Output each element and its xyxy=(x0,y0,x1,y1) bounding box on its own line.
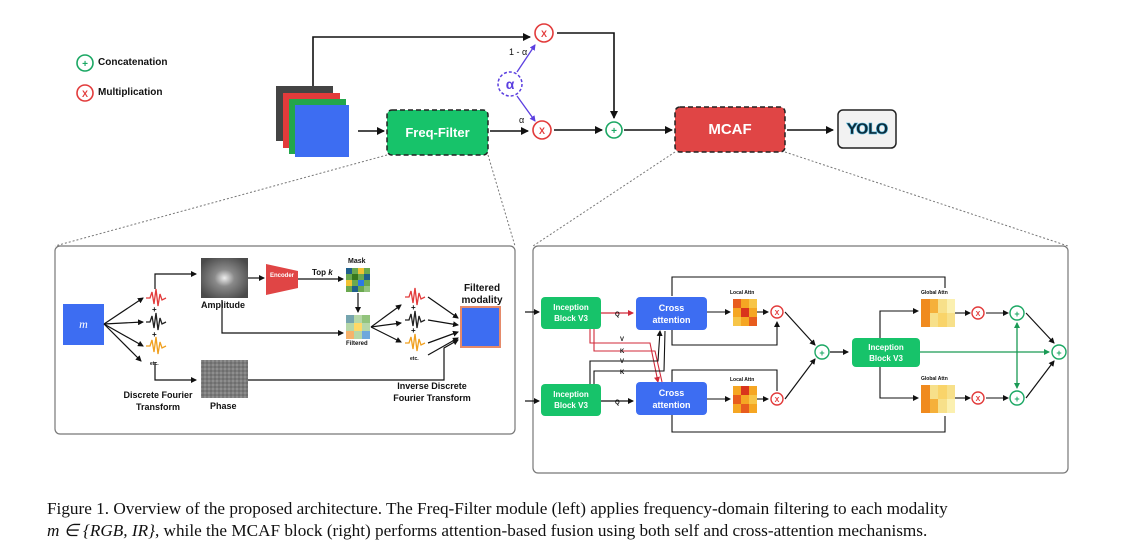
legend-concatenation: Concatenation xyxy=(98,57,168,68)
svg-text:K: K xyxy=(620,370,625,376)
caption-line-2-rest: , while the MCAF block (right) performs … xyxy=(154,521,928,540)
local-attn-heatmap-1 xyxy=(733,299,757,326)
svg-text:+: + xyxy=(1014,394,1019,404)
svg-text:+: + xyxy=(411,326,416,335)
svg-text:+: + xyxy=(1014,309,1019,319)
cross-attention-1: Cross attention xyxy=(636,297,707,330)
alpha-weight-label: α xyxy=(519,115,525,125)
svg-text:+: + xyxy=(819,348,824,358)
filtered-image xyxy=(346,315,370,339)
mcaf-label: MCAF xyxy=(708,121,752,138)
svg-text:X: X xyxy=(539,126,545,136)
wavelet-black-left xyxy=(146,312,167,331)
freq-filter-label: Freq-Filter xyxy=(405,125,470,140)
dft-label: Discrete Fourier Transform xyxy=(123,390,193,412)
alpha-symbol: α xyxy=(505,76,515,92)
mask-image xyxy=(346,268,370,292)
svg-text:+: + xyxy=(152,330,157,339)
modality-m-label: m xyxy=(79,317,88,331)
svg-text:+: + xyxy=(411,303,416,312)
cross-attention-2: Cross attention xyxy=(636,382,707,415)
idft-label: Inverse Discrete Fourier Transform xyxy=(393,381,471,403)
global-attn-heatmap-2 xyxy=(921,385,955,413)
svg-text:V: V xyxy=(620,359,624,365)
global-attn-label-1: Global Attn xyxy=(921,290,948,296)
svg-text:+: + xyxy=(152,305,157,314)
svg-text:X: X xyxy=(775,397,780,404)
global-attn-label-2: Global Attn xyxy=(921,376,948,382)
figure-caption: Figure 1. Overview of the proposed archi… xyxy=(47,498,1087,542)
topk-label: Top k xyxy=(312,268,333,277)
svg-text:K: K xyxy=(620,349,625,355)
inception-block-3: Inception Block V3 xyxy=(852,338,920,367)
local-attn-heatmap-2 xyxy=(733,386,757,413)
etc-label-left: etc. xyxy=(150,361,159,367)
svg-text:X: X xyxy=(541,29,547,39)
svg-text:V: V xyxy=(620,337,624,343)
stack-layer-blue xyxy=(295,105,349,157)
caption-line-2: m ∈ {RGB, IR}, while the MCAF block (rig… xyxy=(47,520,1087,542)
filtered-label: Filtered xyxy=(346,341,368,347)
q-label-1: Q xyxy=(615,312,620,318)
one-minus-alpha-label: 1 - α xyxy=(509,47,528,57)
local-attn-label-2: Local Attn xyxy=(730,377,755,383)
local-attn-label-1: Local Attn xyxy=(730,290,755,296)
svg-text:+: + xyxy=(82,59,88,70)
phase-label: Phase xyxy=(210,401,237,411)
svg-text:X: X xyxy=(976,311,981,318)
caption-line-1: Figure 1. Overview of the proposed archi… xyxy=(47,499,948,518)
yolo-logo: YOLO xyxy=(846,120,888,139)
freq-filter-box xyxy=(386,109,489,156)
mcaf-box xyxy=(674,106,786,153)
etc-label-right: etc. xyxy=(410,356,419,362)
amplitude-label: Amplitude xyxy=(201,300,245,310)
svg-text:+: + xyxy=(1056,348,1061,358)
freq-panel-border xyxy=(54,245,516,435)
caption-math: m ∈ {RGB, IR} xyxy=(47,521,155,540)
wavelet-orange-left xyxy=(146,336,167,355)
global-attn-heatmap-1 xyxy=(921,299,955,327)
wavelet-red-left xyxy=(146,288,167,307)
mcaf-panel-border xyxy=(532,245,1069,474)
svg-text:X: X xyxy=(775,310,780,317)
inception-block-1: Inception Block V3 xyxy=(541,297,601,329)
svg-text:+: + xyxy=(611,126,617,137)
encoder-label: Encoder xyxy=(269,273,294,279)
filtered-modality-label: Filtered modality xyxy=(461,283,503,306)
q-label-2: Q xyxy=(615,400,620,406)
inception-block-2: Inception Block V3 xyxy=(541,384,601,416)
svg-text:X: X xyxy=(976,396,981,403)
legend-multiplication: Multiplication xyxy=(98,87,163,98)
svg-text:X: X xyxy=(82,89,88,99)
mask-label: Mask xyxy=(348,258,366,265)
